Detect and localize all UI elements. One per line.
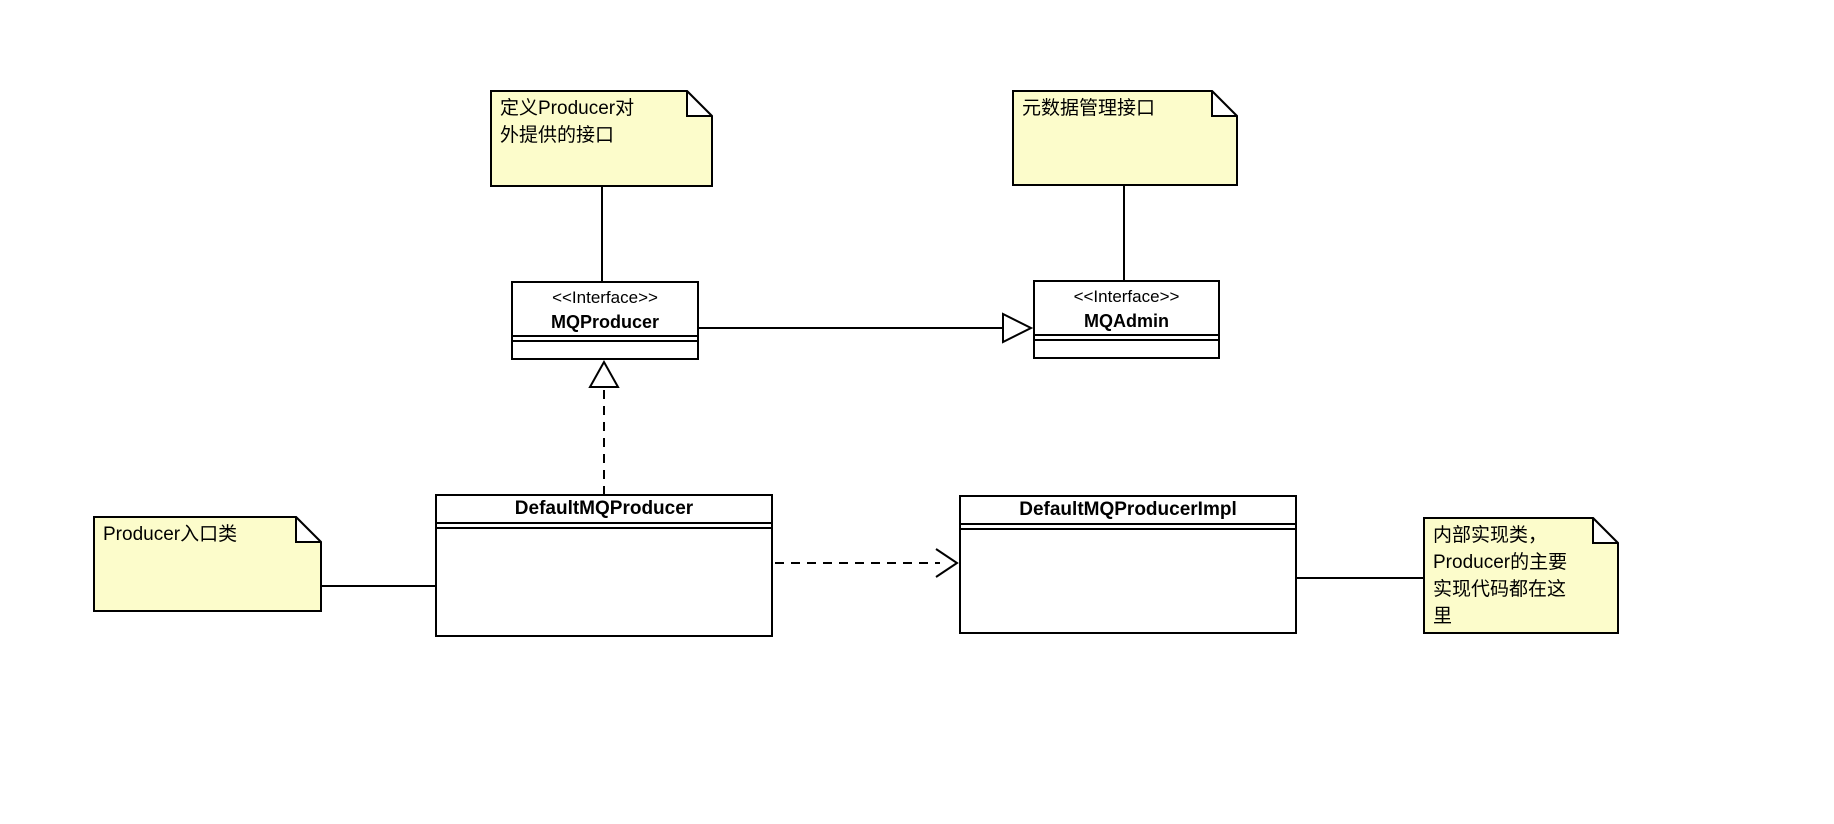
operations-compartment — [513, 340, 697, 358]
operations-compartment — [961, 528, 1295, 632]
note-text: 内部实现类， Producer的主要 实现代码都在这 里 — [1433, 525, 1568, 627]
note-text: 定义Producer对 外提供的接口 — [500, 98, 635, 146]
note-shape — [1423, 517, 1619, 634]
attributes-compartment — [1035, 334, 1218, 339]
note-shape — [93, 516, 322, 612]
hollow-triangle-arrowhead-right — [1002, 312, 1034, 344]
interface-name: MQAdmin — [1084, 311, 1169, 331]
interface-name-compartment: <<Interface>> MQAdmin — [1035, 282, 1218, 334]
note-shape — [1012, 90, 1238, 186]
open-arrowhead-right — [935, 548, 959, 578]
note-producer-entry: Producer入口类 — [93, 516, 322, 612]
operations-compartment — [437, 527, 771, 635]
interface-name-compartment: <<Interface>> MQProducer — [513, 283, 697, 335]
note-fold-corner — [1211, 90, 1238, 117]
interface-box-mqproducer: <<Interface>> MQProducer — [511, 281, 699, 360]
attributes-compartment — [437, 522, 771, 527]
note-text: Producer入口类 — [103, 524, 238, 545]
class-box-defaultmqproducerimpl: DefaultMQProducerImpl — [959, 495, 1297, 634]
note-define-producer-interface: 定义Producer对 外提供的接口 — [490, 90, 713, 187]
stereotype-label: <<Interface>> — [552, 288, 658, 307]
note-fold-corner — [295, 516, 322, 543]
class-name: DefaultMQProducer — [514, 498, 694, 519]
note-fold-corner — [1592, 517, 1619, 544]
note-fold-corner — [686, 90, 713, 117]
interface-box-mqadmin: <<Interface>> MQAdmin — [1033, 280, 1220, 359]
note-shape — [490, 90, 713, 187]
stereotype-label: <<Interface>> — [1073, 287, 1180, 306]
note-text: 元数据管理接口 — [1022, 98, 1156, 119]
interface-name: MQProducer — [550, 312, 660, 332]
note-metadata-interface: 元数据管理接口 — [1012, 90, 1238, 186]
attributes-compartment — [961, 523, 1295, 528]
attributes-compartment — [513, 335, 697, 340]
note-internal-impl: 内部实现类， Producer的主要 实现代码都在这 里 — [1423, 517, 1619, 634]
operations-compartment — [1035, 339, 1218, 357]
hollow-triangle-arrowhead-up — [588, 359, 620, 388]
class-box-defaultmqproducer: DefaultMQProducer — [435, 494, 773, 637]
class-name: DefaultMQProducerImpl — [1019, 499, 1237, 520]
